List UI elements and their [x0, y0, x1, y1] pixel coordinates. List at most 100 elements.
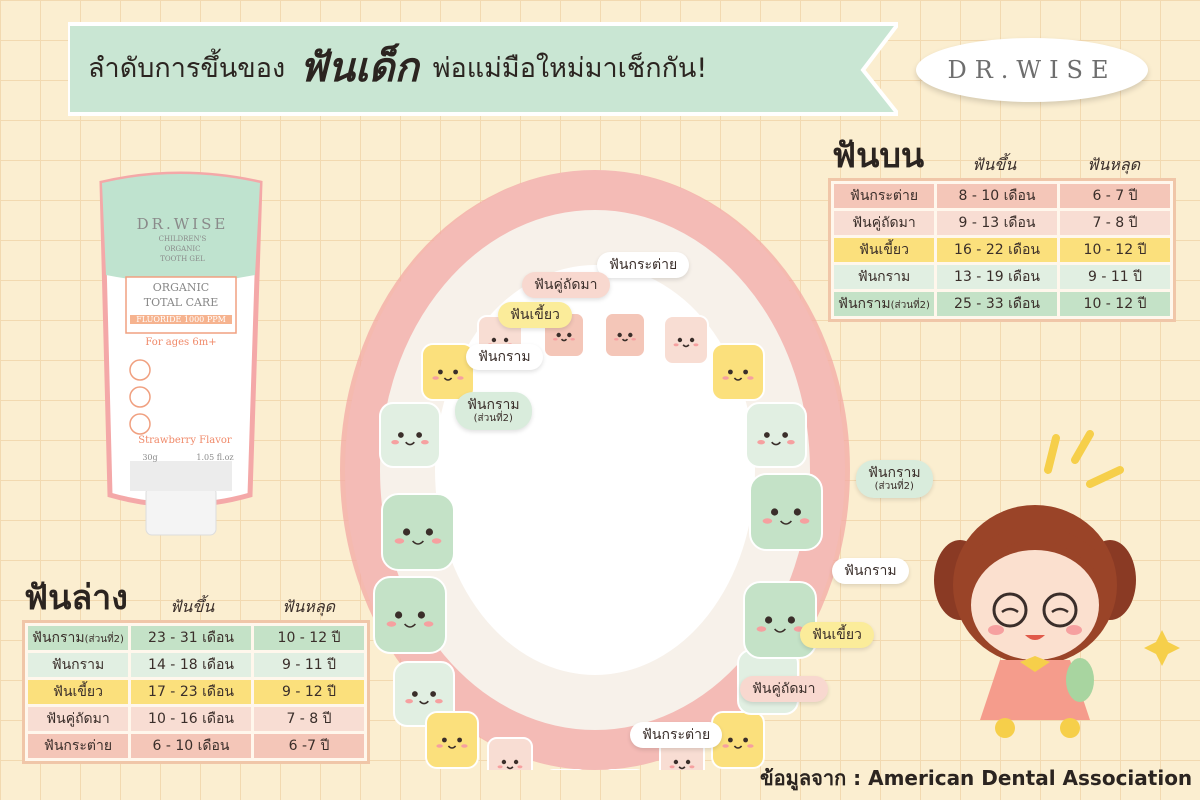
- cartoon-girl: [934, 430, 1180, 738]
- label-upper-molar2-note: (ส่วนที่2): [473, 413, 513, 425]
- tooth-eye: [395, 611, 403, 619]
- upper-table-heading: ฟันบน: [832, 136, 925, 176]
- tooth-eye: [617, 332, 622, 338]
- shed-cell: 10 - 12 ปี: [254, 626, 364, 650]
- tooth-name: ฟันกราม: [32, 630, 85, 646]
- shed-cell: 10 - 12 ปี: [1060, 238, 1170, 262]
- label-lower-molar2: ฟันกราม (ส่วนที่2): [856, 460, 933, 498]
- tooth-eye: [743, 369, 748, 375]
- title-part1: ลำดับการขึ้นของ: [88, 52, 286, 84]
- tooth-blush: [435, 699, 443, 704]
- tooth-name-cell: ฟันกระต่าย: [28, 734, 128, 758]
- tooth-mouth: [771, 441, 781, 446]
- tooth-name-cell: ฟันกราม(ส่วนที่2): [834, 292, 934, 316]
- page-title: ลำดับการขึ้นของ ฟันเด็ก พ่อแม่มือใหม่มาเ…: [88, 18, 707, 116]
- erupt-cell: 6 - 10 เดือน: [131, 734, 251, 758]
- tooth-name-cell: ฟันเขี้ยว: [834, 238, 934, 262]
- erupt-cell: 10 - 16 เดือน: [131, 707, 251, 731]
- tooth-name-cell: ฟันคู่ถัดมา: [28, 707, 128, 731]
- tooth-mouth: [733, 745, 743, 749]
- shed-cell: 10 - 12 ปี: [1060, 292, 1170, 316]
- tooth-eye: [457, 737, 462, 743]
- tooth-blush: [432, 376, 439, 380]
- label-upper-molar2-text: ฟันกราม: [467, 397, 520, 413]
- label-upper-canine: ฟันเขี้ยว: [498, 302, 572, 329]
- shed-cell: 7 - 8 ปี: [254, 707, 364, 731]
- tooth-mouth: [405, 441, 415, 446]
- tooth-eye: [398, 432, 404, 438]
- tooth-blush: [394, 538, 405, 544]
- tooth-eye: [677, 337, 683, 343]
- label-lower-lateral: ฟันคู่ถัดมา: [740, 676, 828, 703]
- tube-brand: DR.WISE: [136, 215, 229, 233]
- tooth: [604, 312, 646, 358]
- tooth-name: ฟันกระต่าย: [43, 738, 113, 754]
- label-lower-incisor: ฟันกระต่าย: [630, 722, 723, 749]
- erupt-cell: 8 - 10 เดือน: [937, 184, 1057, 208]
- tooth-eye: [442, 737, 447, 743]
- tooth-blush: [689, 765, 695, 769]
- label-upper-lateral: ฟันคู่ถัดมา: [522, 272, 610, 299]
- label-lower-molar2-note: (ส่วนที่2): [874, 481, 914, 493]
- shed-cell: 9 - 12 ปี: [254, 680, 364, 704]
- tooth: [743, 581, 817, 659]
- lower-table-heading: ฟันล่าง: [24, 578, 128, 618]
- tooth-blush: [461, 744, 468, 748]
- tooth-blush: [391, 440, 399, 445]
- product-tube: DR.WISE CHILDREN'S ORGANIC TOOTH GEL ORG…: [90, 165, 270, 559]
- tooth-eye: [728, 737, 733, 743]
- lower-col-shed: ฟันหลุด: [282, 597, 336, 616]
- tooth-blush: [722, 744, 729, 748]
- tooth-eye: [417, 611, 425, 619]
- tooth-eye: [793, 508, 801, 516]
- tooth-blush: [756, 626, 767, 632]
- tube-line2: ORGANIC: [164, 245, 201, 253]
- tooth-blush: [421, 440, 429, 445]
- tooth: [373, 576, 447, 654]
- title-part2: พ่อแม่มือใหม่มาเช็กกัน!: [432, 52, 708, 84]
- tooth-note: (ส่วนที่2): [890, 300, 930, 311]
- girl-illustration: [930, 430, 1190, 754]
- label-upper-incisor: ฟันกระต่าย: [597, 252, 690, 279]
- tooth-name: ฟันเขี้ยว: [53, 684, 103, 700]
- label-lower-molar: ฟันกราม: [832, 558, 909, 585]
- tooth-mouth: [419, 700, 429, 705]
- tooth-eye: [491, 337, 497, 343]
- tooth-blush: [747, 376, 754, 380]
- tooth-blush: [787, 440, 795, 445]
- tooth-eye: [673, 759, 679, 765]
- upper-col-shed: ฟันหลุด: [1087, 155, 1141, 174]
- tooth-blush: [757, 440, 765, 445]
- tooth-eye: [412, 691, 418, 697]
- tooth: [425, 711, 479, 769]
- banner-ribbon: [68, 22, 898, 116]
- tooth-blush: [673, 343, 679, 347]
- tooth-eye: [416, 432, 422, 438]
- tooth-name-cell: ฟันเขี้ยว: [28, 680, 128, 704]
- brand-logo: DR.WISE: [916, 38, 1148, 102]
- tooth-name: ฟันคู่ถัดมา: [852, 215, 916, 231]
- tooth-mouth: [404, 623, 416, 628]
- tooth-blush: [722, 376, 729, 380]
- label-lower-molar2-text: ฟันกราม: [868, 465, 921, 481]
- shed-cell: 9 - 11 ปี: [1060, 265, 1170, 289]
- upper-table-header: ฟันบน ฟันขึ้น ฟันหลุด: [832, 136, 1172, 182]
- tooth-eye: [453, 369, 458, 375]
- tube-total-care: TOTAL CARE: [143, 296, 219, 309]
- shed-cell: 9 - 11 ปี: [254, 653, 364, 677]
- tooth-blush: [631, 337, 636, 341]
- tooth-name: ฟันคู่ถัดมา: [46, 711, 110, 727]
- tooth-eye: [503, 337, 509, 343]
- shed-cell: 7 - 8 ปี: [1060, 211, 1170, 235]
- tooth-eye: [782, 432, 788, 438]
- tooth-mouth: [621, 338, 629, 342]
